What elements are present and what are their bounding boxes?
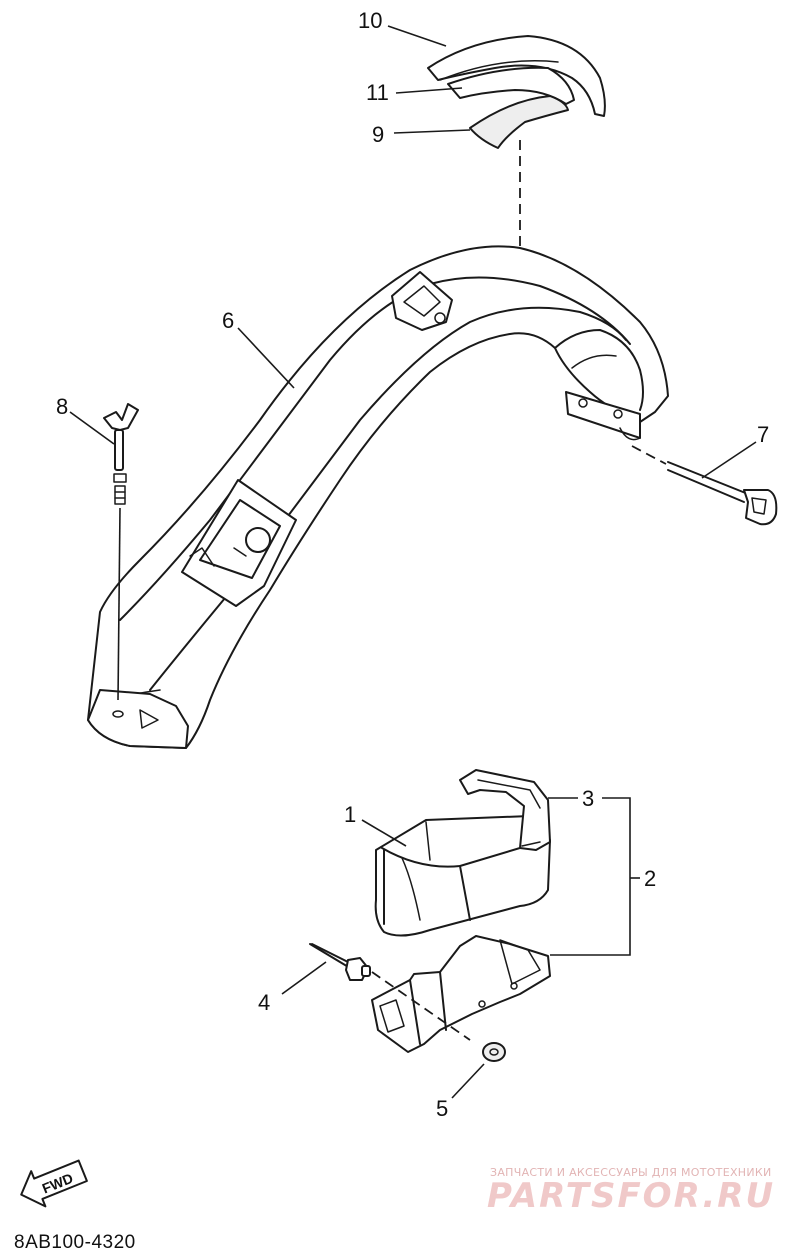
part-3-battery-strap[interactable] — [459, 769, 551, 851]
callout-11: 11 — [366, 80, 389, 105]
callout-2: 2 — [644, 866, 656, 891]
diagram-code: 8AB100-4320 — [14, 1232, 136, 1253]
callout-10: 10 — [358, 8, 382, 33]
callout-6: 6 — [222, 308, 234, 333]
callout-numbers: 10 11 9 6 8 7 1 3 2 4 5 — [56, 8, 769, 1121]
callout-7: 7 — [757, 422, 769, 447]
part-5-washer[interactable] — [482, 1042, 506, 1062]
part-11-reflector-plate[interactable] — [447, 66, 575, 105]
part-6-rear-fender[interactable] — [87, 245, 669, 749]
callout-4: 4 — [258, 990, 270, 1015]
leader-lines — [69, 25, 757, 1099]
callout-3: 3 — [582, 786, 594, 811]
callout-1: 1 — [344, 802, 356, 827]
callout-8: 8 — [56, 394, 68, 419]
fwd-arrow-icon: FWD — [20, 1159, 88, 1208]
watermark-subtitle: ЗАПЧАСТИ И АКСЕССУАРЫ ДЛЯ МОТОТЕХНИКИ — [490, 1166, 772, 1179]
part-2-battery-bracket[interactable] — [371, 935, 551, 1053]
part-9-reflector-lens[interactable] — [469, 95, 569, 149]
part-4-screw[interactable] — [309, 943, 371, 981]
callout-5: 5 — [436, 1096, 448, 1121]
part-10-reflector-cover[interactable] — [427, 35, 606, 117]
watermark-brand: PARTSFOR.RU — [487, 1176, 776, 1216]
part-7-pin[interactable] — [667, 461, 778, 526]
part-1-battery-box[interactable] — [374, 815, 551, 937]
part-8-wing-bolt[interactable] — [103, 403, 139, 505]
callout-9: 9 — [372, 122, 384, 147]
